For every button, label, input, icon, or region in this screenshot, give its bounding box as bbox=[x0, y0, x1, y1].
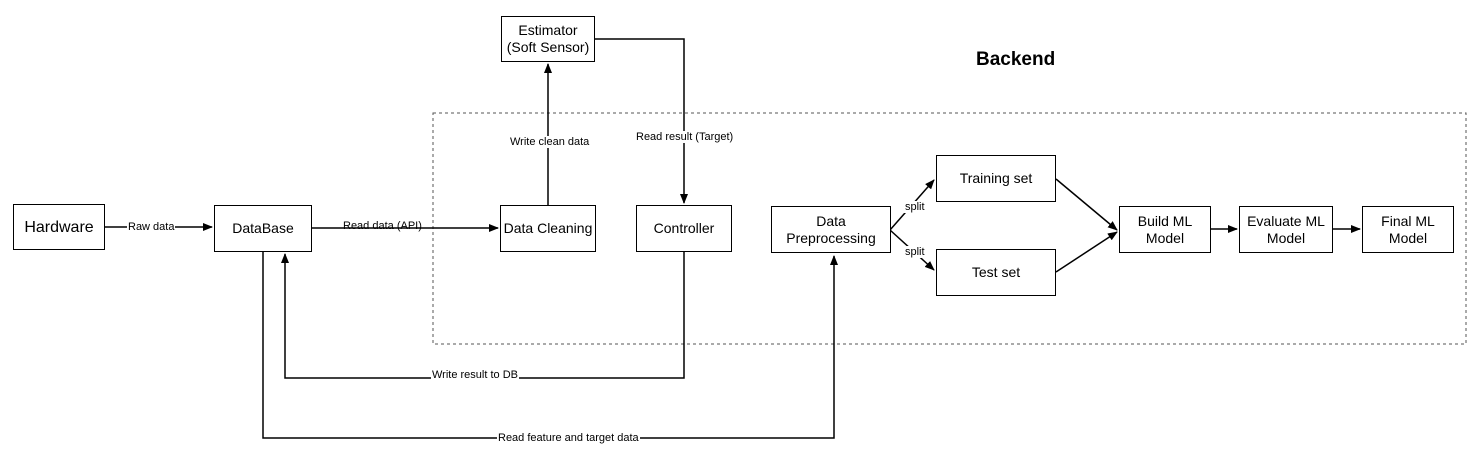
write-clean-data-label: Write clean data bbox=[509, 136, 591, 148]
split-top-label: split bbox=[904, 201, 926, 213]
write-result-to-db-label: Write result to DB bbox=[431, 369, 519, 381]
edge-training-to-build bbox=[1055, 178, 1118, 231]
database-node[interactable]: DataBase bbox=[214, 205, 312, 252]
evaluate-ml-model-node[interactable]: Evaluate ML Model bbox=[1239, 206, 1333, 253]
read-result-target-label: Read result (Target) bbox=[635, 131, 735, 143]
data-cleaning-node[interactable]: Data Cleaning bbox=[500, 205, 596, 252]
data-preprocessing-node[interactable]: Data Preprocessing bbox=[771, 206, 891, 253]
backend-title: Backend bbox=[976, 49, 1056, 70]
test-set-node[interactable]: Test set bbox=[936, 249, 1056, 296]
read-data-api-label: Read data (API) bbox=[343, 220, 422, 232]
read-feature-target-label: Read feature and target data bbox=[497, 432, 640, 444]
edge-read-result-target bbox=[594, 38, 688, 204]
split-bottom-label: split bbox=[904, 246, 926, 258]
final-ml-model-node[interactable]: Final ML Model bbox=[1362, 206, 1454, 253]
hardware-node[interactable]: Hardware bbox=[13, 204, 105, 250]
estimator-node[interactable]: Estimator (Soft Sensor) bbox=[501, 16, 595, 62]
edge-write-result-to-db bbox=[281, 251, 685, 379]
edge-test-to-build bbox=[1055, 231, 1118, 273]
build-ml-model-node[interactable]: Build ML Model bbox=[1119, 206, 1211, 253]
training-set-node[interactable]: Training set bbox=[936, 155, 1056, 202]
raw-data-label: Raw data bbox=[127, 221, 176, 233]
controller-node[interactable]: Controller bbox=[636, 205, 732, 252]
